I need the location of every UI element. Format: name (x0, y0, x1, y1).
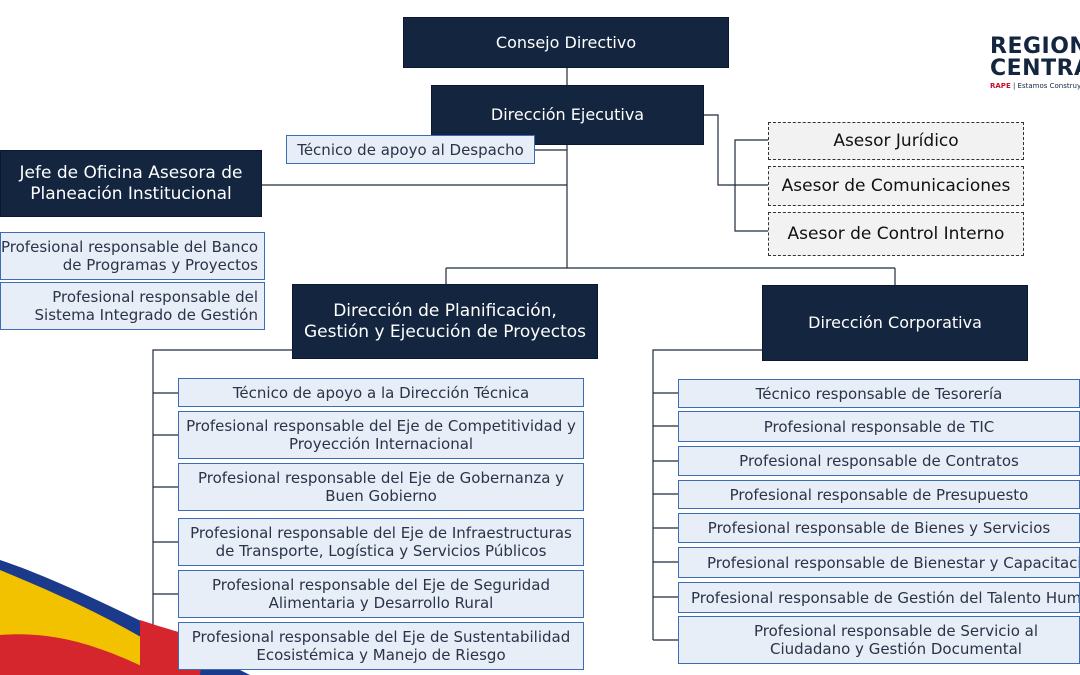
asesor-juridico-box: Asesor Jurídico (768, 122, 1024, 160)
planificacion-item: Profesional responsable del Eje de Compe… (178, 411, 584, 459)
corporativa-item: Profesional responsable de Bienes y Serv… (678, 513, 1080, 543)
corporativa-item: Profesional responsable de TIC (678, 411, 1080, 442)
region-central-logo: REGIÓN CENTRA RAPE | Estamos Construyend… (990, 36, 1080, 90)
banco-programas-box: Profesional responsable del Banco de Pro… (0, 232, 265, 280)
jefe-oficina-planeacion-box: Jefe de Oficina Asesora de Planeación In… (0, 150, 262, 217)
corporativa-item: Profesional responsable de Bienestar y C… (678, 547, 1080, 578)
sistema-integrado-box: Profesional responsable del Sistema Inte… (0, 282, 265, 330)
corporativa-item: Técnico responsable de Tesorería (678, 379, 1080, 408)
corporativa-item: Profesional responsable de Gestión del T… (678, 582, 1080, 613)
corporativa-item: Profesional responsable de Servicio al C… (678, 616, 1080, 664)
asesor-comunicaciones-box: Asesor de Comunicaciones (768, 166, 1024, 206)
direccion-corporativa-box: Dirección Corporativa (762, 285, 1028, 361)
planificacion-item: Profesional responsable del Eje de Infra… (178, 518, 584, 566)
planificacion-item: Profesional responsable del Eje de Suste… (178, 622, 584, 670)
asesor-control-interno-box: Asesor de Control Interno (768, 212, 1024, 256)
consejo-directivo-box: Consejo Directivo (403, 17, 729, 68)
planificacion-item: Profesional responsable del Eje de Segur… (178, 570, 584, 618)
corporativa-item: Profesional responsable de Contratos (678, 446, 1080, 476)
planificacion-item: Profesional responsable del Eje de Gober… (178, 463, 584, 511)
corporativa-item: Profesional responsable de Presupuesto (678, 480, 1080, 509)
planificacion-item: Técnico de apoyo a la Dirección Técnica (178, 378, 584, 407)
tecnico-despacho-box: Técnico de apoyo al Despacho (286, 135, 535, 164)
direccion-planificacion-box: Dirección de Planificación, Gestión y Ej… (292, 284, 598, 359)
